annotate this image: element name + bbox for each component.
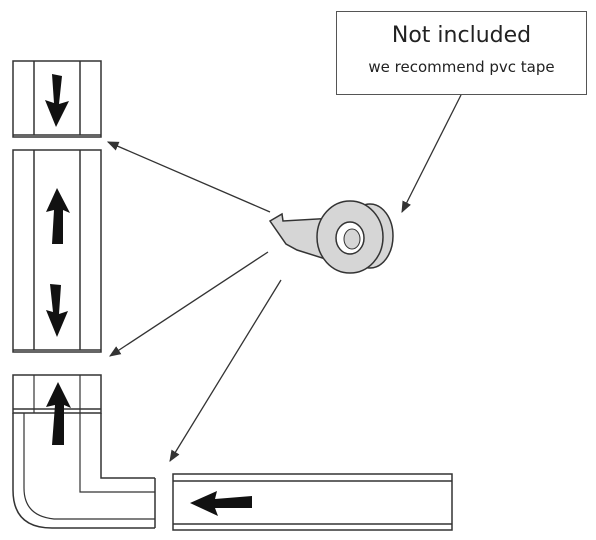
short-pipe-segment — [12, 60, 102, 138]
arrow-to-middle-joint — [109, 251, 269, 357]
flow-arrow-left-icon — [190, 491, 252, 516]
not-included-callout: Not included we recommend pvc tape — [336, 11, 587, 95]
tape-roll-icon — [268, 200, 394, 274]
elbow-fitting — [12, 374, 156, 529]
flow-arrow-down-icon — [45, 74, 69, 127]
long-pipe-segment — [12, 149, 102, 353]
flow-arrow-up-icon — [46, 382, 71, 445]
flow-arrow-up-icon — [46, 188, 70, 244]
arrow-from-callout — [401, 94, 462, 214]
arrow-to-top-joint — [106, 141, 271, 213]
horizontal-pipe-segment — [172, 473, 453, 531]
arrow-to-elbow-joint — [169, 279, 282, 462]
callout-subtitle: we recommend pvc tape — [368, 58, 555, 76]
callout-title: Not included — [391, 23, 532, 48]
flow-arrow-down-icon — [46, 284, 68, 337]
